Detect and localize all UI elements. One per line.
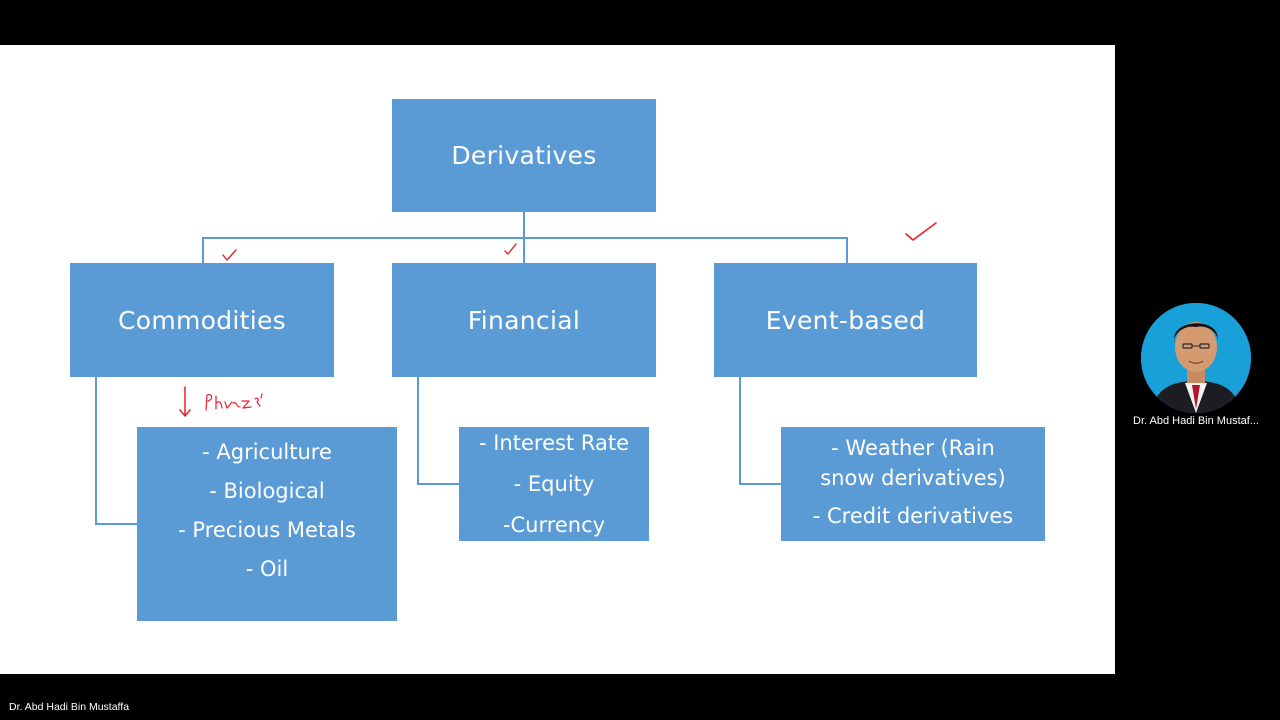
commodities-title: Commodities bbox=[117, 305, 287, 335]
screen-share-owner-label: Dr. Abd Hadi Bin Mustaffa bbox=[9, 701, 130, 713]
commodities-detail-item: - Agriculture bbox=[202, 440, 332, 464]
pen-check-event-based bbox=[905, 222, 937, 241]
presenter-name-label: Dr. Abd Hadi Bin Mustaf... bbox=[1133, 415, 1259, 427]
event-detail-item: snow derivatives) bbox=[820, 465, 1006, 490]
event-based-box: Event-based bbox=[714, 263, 977, 377]
financial-detail-item: -Currency bbox=[502, 512, 606, 537]
event-detail-item: - Credit derivatives bbox=[812, 503, 1014, 528]
pen-arrow-down bbox=[179, 386, 191, 417]
commodities-box: Commodities bbox=[70, 263, 334, 377]
connector-to-commodities bbox=[202, 237, 204, 263]
pen-check-commodities bbox=[222, 249, 237, 261]
root-title: Derivatives bbox=[451, 141, 597, 170]
financial-box: Financial bbox=[392, 263, 656, 377]
connector-financial-horizontal bbox=[417, 483, 459, 485]
presenter-video-tile[interactable]: Dr. Abd Hadi Bin Mustaf... bbox=[1125, 300, 1267, 440]
financial-detail-box: - Interest Rate - Equity -Currency bbox=[459, 427, 649, 541]
presenter-avatar bbox=[1141, 303, 1251, 413]
event-detail-item: - Weather (Rain bbox=[831, 435, 995, 460]
commodities-detail-item: - Precious Metals bbox=[178, 518, 356, 542]
commodities-detail-item: - Oil bbox=[245, 557, 289, 581]
pen-scribble-physical bbox=[205, 393, 263, 411]
connector-to-event-based bbox=[846, 237, 848, 263]
pen-annotation-physical bbox=[200, 390, 272, 416]
event-based-title: Event-based bbox=[765, 305, 926, 335]
commodities-detail-item: - Biological bbox=[209, 479, 325, 503]
shared-slide: Derivatives Commodities Financial Event-… bbox=[0, 45, 1115, 674]
event-detail-box: - Weather (Rain snow derivatives) - Cred… bbox=[781, 427, 1045, 541]
financial-detail-item: - Interest Rate bbox=[478, 430, 629, 455]
connector-commodities-horizontal bbox=[95, 523, 137, 525]
connector-event-horizontal bbox=[739, 483, 781, 485]
connector-commodities-vertical bbox=[95, 377, 97, 525]
financial-title: Financial bbox=[467, 305, 581, 335]
connector-financial-vertical bbox=[417, 377, 419, 485]
commodities-detail-box: - Agriculture - Biological - Precious Me… bbox=[137, 427, 397, 621]
connector-horizontal-bar bbox=[202, 237, 848, 239]
presenter-avatar-illustration bbox=[1141, 303, 1251, 413]
connector-to-financial bbox=[523, 237, 525, 263]
pen-check-financial bbox=[504, 243, 517, 255]
connector-event-vertical bbox=[739, 377, 741, 485]
connector-root-down bbox=[523, 212, 525, 238]
derivatives-root-box: Derivatives bbox=[392, 99, 656, 212]
financial-detail-item: - Equity bbox=[513, 471, 595, 496]
